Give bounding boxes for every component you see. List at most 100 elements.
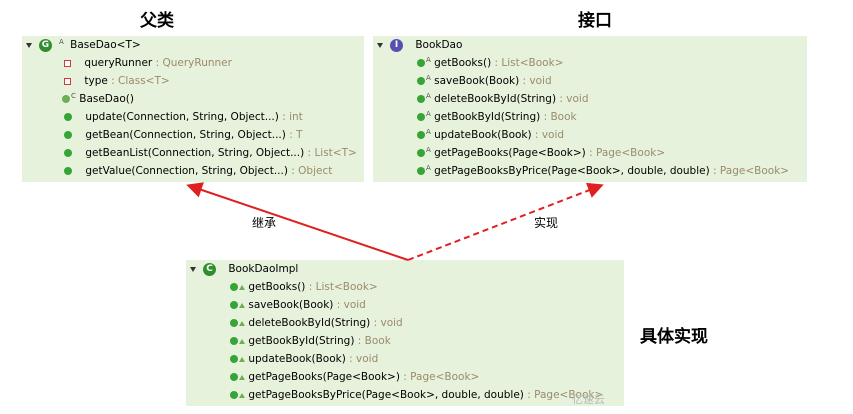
- member-name: getBeanList(Connection, String, Object..…: [85, 147, 305, 159]
- member-row[interactable]: A getPageBooks(Page<Book>) : Page<Book>: [417, 144, 665, 162]
- separator: :: [345, 353, 357, 365]
- constructor-marker-icon: C: [71, 92, 76, 100]
- implements-marker-icon: [239, 284, 245, 290]
- expand-arrow-icon[interactable]: [26, 42, 32, 48]
- abstract-marker-icon: A: [426, 110, 431, 118]
- member-row[interactable]: A getBooks() : List<Book>: [417, 54, 564, 72]
- member-name: getBooks(): [248, 281, 306, 293]
- member-type: Page<Book>: [595, 147, 666, 159]
- member-row[interactable]: getPageBooksByPrice(Page<Book>, double, …: [230, 386, 603, 404]
- member-name: type: [84, 75, 108, 87]
- implements-method-icon: [230, 355, 238, 363]
- member-row[interactable]: deleteBookById(String) : void: [230, 314, 403, 332]
- implements-marker-icon: [239, 320, 245, 326]
- member-name: getBookById(String): [248, 335, 355, 347]
- bookdaoimpl-class-row[interactable]: C BookDaoImpl: [190, 260, 298, 278]
- abstract-method-icon: [417, 149, 425, 157]
- member-name: getPageBooks(Page<Book>): [434, 147, 586, 159]
- separator: :: [709, 165, 720, 177]
- member-type: T: [296, 129, 303, 141]
- bookdaoimpl-outline-panel: C BookDaoImpl getBooks() : List<Book> sa…: [186, 260, 624, 406]
- member-row[interactable]: A saveBook(Book) : void: [417, 72, 552, 90]
- member-name: getValue(Connection, String, Object...): [85, 165, 288, 177]
- public-method-icon: [64, 167, 72, 175]
- member-type: void: [356, 353, 379, 365]
- implementation-label: 实现: [534, 216, 559, 230]
- member-row[interactable]: A updateBook(Book) : void: [417, 126, 564, 144]
- implements-marker-icon: [239, 356, 245, 362]
- class-name: BaseDao<T>: [70, 39, 141, 51]
- member-row[interactable]: A getBookById(String) : Book: [417, 108, 577, 126]
- member-row[interactable]: getPageBooks(Page<Book>) : Page<Book>: [230, 368, 479, 386]
- separator: :: [585, 147, 596, 159]
- member-type: void: [343, 299, 366, 311]
- separator: :: [399, 371, 411, 383]
- abstract-marker-icon: A: [426, 128, 431, 136]
- interface-icon: I: [390, 38, 403, 52]
- abstract-marker-icon: A: [426, 74, 431, 82]
- member-type: Object: [298, 165, 333, 177]
- abstract-method-icon: [417, 59, 425, 67]
- implements-method-icon: [230, 337, 238, 345]
- implements-method-icon: [230, 373, 238, 381]
- member-row[interactable]: getBean(Connection, String, Object...) :…: [64, 126, 303, 144]
- member-row[interactable]: A deleteBookById(String) : void: [417, 90, 589, 108]
- member-type: void: [529, 75, 552, 87]
- member-name: getPageBooksByPrice(Page<Book>, double, …: [248, 389, 524, 401]
- separator: :: [152, 57, 163, 69]
- class-icon: G: [39, 38, 52, 52]
- private-field-icon: [64, 59, 71, 67]
- implements-method-icon: [230, 391, 238, 399]
- member-row[interactable]: A getPageBooksByPrice(Page<Book>, double…: [417, 162, 789, 180]
- expand-arrow-icon[interactable]: [190, 266, 196, 272]
- separator: :: [491, 57, 502, 69]
- member-name: updateBook(Book): [434, 129, 532, 141]
- member-row[interactable]: queryRunner : QueryRunner: [64, 54, 232, 72]
- member-row[interactable]: getBeanList(Connection, String, Object..…: [64, 144, 357, 162]
- public-method-icon: [64, 149, 72, 157]
- member-row[interactable]: getValue(Connection, String, Object...) …: [64, 162, 332, 180]
- class-name: BookDaoImpl: [228, 263, 299, 275]
- constructor-icon: [62, 95, 70, 103]
- member-type: void: [566, 93, 589, 105]
- member-row[interactable]: getBooks() : List<Book>: [230, 278, 378, 296]
- bookdao-interface-row[interactable]: I BookDao: [377, 36, 462, 54]
- member-row[interactable]: update(Connection, String, Object...) : …: [64, 108, 303, 126]
- heading-implementation: 具体实现: [640, 327, 708, 347]
- member-row[interactable]: updateBook(Book) : void: [230, 350, 378, 368]
- member-type: void: [380, 317, 403, 329]
- member-type: Page<Book>: [719, 165, 790, 177]
- bookdao-outline-panel: I BookDao A getBooks() : List<Book> A sa…: [373, 36, 807, 182]
- public-method-icon: [64, 113, 72, 121]
- separator: :: [333, 299, 344, 311]
- implementation-arrow: [407, 182, 604, 261]
- separator: :: [278, 111, 290, 123]
- abstract-method-icon: [417, 131, 425, 139]
- member-type: Page<Book>: [534, 389, 604, 401]
- member-type: List<Book>: [501, 57, 564, 69]
- separator: :: [370, 317, 381, 329]
- expand-arrow-icon[interactable]: [377, 42, 383, 48]
- member-row[interactable]: C BaseDao(): [62, 90, 134, 108]
- separator: :: [107, 75, 119, 87]
- abstract-method-icon: [417, 167, 425, 175]
- member-name: deleteBookById(String): [434, 93, 557, 105]
- separator: :: [531, 129, 542, 141]
- member-name: queryRunner: [84, 57, 153, 69]
- member-row[interactable]: type : Class<T>: [64, 72, 170, 90]
- member-row[interactable]: saveBook(Book) : void: [230, 296, 366, 314]
- member-name: deleteBookById(String): [248, 317, 371, 329]
- member-type: QueryRunner: [162, 57, 232, 69]
- inheritance-label: 继承: [252, 216, 277, 230]
- member-type: Book: [364, 335, 391, 347]
- inheritance-arrow: [186, 182, 409, 261]
- abstract-marker-icon: A: [426, 146, 431, 154]
- watermark-text: 亿速云: [572, 393, 605, 406]
- member-type: int: [289, 111, 303, 123]
- member-row[interactable]: getBookById(String) : Book: [230, 332, 391, 350]
- implements-marker-icon: [239, 374, 245, 380]
- member-name: getPageBooks(Page<Book>): [248, 371, 400, 383]
